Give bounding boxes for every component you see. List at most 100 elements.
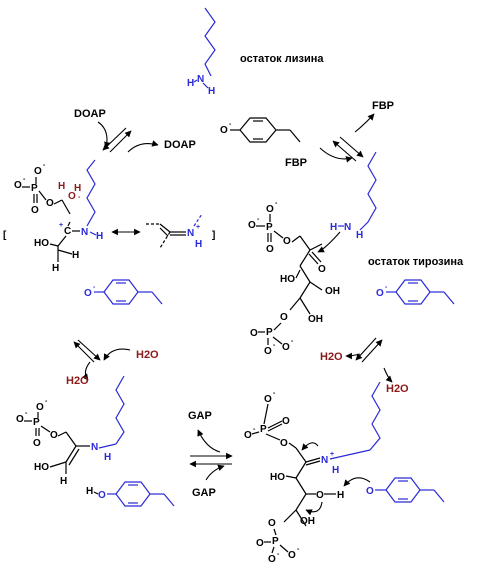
c3-h: H bbox=[60, 476, 67, 487]
tyrosine-residue-label: остаток тирозина bbox=[368, 256, 464, 268]
h2o-right-out-label: H2O bbox=[320, 351, 343, 363]
fbp-in-label: FBP bbox=[285, 157, 307, 169]
c1-carbon-plus: + bbox=[59, 222, 63, 229]
c3-o-bridge: O bbox=[50, 430, 58, 441]
iminium-plus: + bbox=[196, 224, 200, 231]
tyrosine-phenolate-right: O - bbox=[376, 279, 455, 305]
c2-p2-o-bottom: O bbox=[264, 346, 272, 357]
c2-p2-minus-2: - bbox=[291, 338, 294, 345]
doap-equilibrium-arrows bbox=[97, 121, 159, 153]
c2-oh-5: OH bbox=[308, 314, 323, 325]
c2-o-bridge: O bbox=[283, 236, 291, 247]
c2-h-left: H bbox=[330, 222, 337, 233]
lysine-h-left: H bbox=[187, 78, 194, 89]
c1-water-minus: - bbox=[78, 194, 81, 201]
c4-p2-o-bottom: O bbox=[268, 554, 276, 564]
protonated-schiff-base-complex: O - O - P O O N + H HO O H OH O P bbox=[244, 381, 381, 564]
c1-o-bottom: O bbox=[31, 205, 39, 216]
c4-o-top-minus: - bbox=[273, 390, 276, 397]
tyrosine-phenolate-left: O - bbox=[84, 279, 163, 305]
c1-ho: HO bbox=[34, 238, 49, 249]
c4-h-4: H bbox=[337, 490, 344, 501]
lysine-residue: H N H bbox=[187, 7, 216, 97]
c2-oh-4: OH bbox=[325, 286, 340, 297]
tyr2-o: O bbox=[84, 288, 92, 299]
resonance-bracket-close: ] bbox=[212, 230, 215, 241]
c4-p2: P bbox=[272, 536, 279, 547]
h2o-left-in-label: H2O bbox=[136, 349, 159, 361]
c3-nitrogen: N bbox=[91, 442, 98, 453]
c3-ho: HO bbox=[34, 462, 49, 473]
right-water-equilibrium-arrows bbox=[345, 337, 393, 383]
tyr4-o: O bbox=[98, 490, 106, 501]
c3-nitrogen-h: H bbox=[104, 452, 111, 463]
c1-o-top-minus: - bbox=[43, 162, 46, 169]
c2-p2-minus-1: - bbox=[273, 342, 276, 349]
c4-nitrogen-plus: + bbox=[330, 451, 334, 458]
c3-o-bottom: O bbox=[33, 438, 41, 449]
tyr1-o: O bbox=[220, 125, 228, 136]
c3-o-left: O bbox=[16, 414, 24, 425]
doap-out-label: DOAP bbox=[164, 139, 196, 151]
c4-ho-3: HO bbox=[270, 472, 285, 483]
c3-p: P bbox=[33, 417, 40, 428]
c1-o-left: O bbox=[14, 180, 22, 191]
gap-bottom-label: GAP bbox=[192, 487, 216, 499]
carbinolamine-intermediate: O - O - P O O H O H - C + N H HO H H bbox=[14, 159, 103, 274]
enamine-intermediate: O - O - P O O N H HO H bbox=[16, 375, 125, 487]
c4-p2-o-right: O bbox=[288, 550, 296, 561]
lysine-n: N bbox=[197, 74, 204, 85]
c4-p2-minus-2: - bbox=[297, 546, 300, 553]
c1-water-h: H bbox=[58, 181, 65, 192]
c4-o-lower-bridge: O bbox=[268, 518, 276, 529]
h2o-left-out-label: H2O bbox=[66, 375, 89, 387]
c1-water-h2: H bbox=[74, 183, 81, 194]
iminium-resonance-form: N + H bbox=[146, 213, 203, 250]
c2-o-left: O bbox=[248, 220, 256, 231]
gap-equilibrium-arrows bbox=[189, 429, 233, 481]
doap-in-label: DOAP bbox=[74, 108, 106, 120]
c2-p: P bbox=[266, 222, 273, 233]
c4-p2-o-left: O bbox=[256, 538, 264, 549]
c1-o-left-minus: - bbox=[23, 176, 26, 183]
c3-o-top-minus: - bbox=[45, 398, 48, 405]
c2-p2-o-left: O bbox=[250, 328, 258, 339]
tyrosine-phenol-right-bottom: O bbox=[366, 477, 445, 503]
left-water-equilibrium-arrows bbox=[73, 339, 131, 381]
c2-keto-o: O bbox=[318, 264, 326, 275]
c1-h-bottom: H bbox=[52, 263, 59, 274]
lysine-h-bottom: H bbox=[208, 86, 215, 97]
c2-nitrogen: N bbox=[344, 222, 351, 233]
c1-o-top: O bbox=[34, 166, 42, 177]
fbp-equilibrium-arrows bbox=[319, 113, 375, 163]
c1-p: P bbox=[31, 183, 38, 194]
c2-p2-o-right: O bbox=[282, 342, 290, 353]
c4-p2-minus-1: - bbox=[277, 551, 280, 558]
c2-o-top-minus: - bbox=[275, 200, 278, 207]
tyrosine-phenolate-top: O - bbox=[220, 117, 301, 143]
c2-o-bottom: O bbox=[266, 244, 274, 255]
tyr5-o: O bbox=[366, 486, 374, 497]
c2-p2: P bbox=[266, 327, 273, 338]
iminium-n: N bbox=[187, 228, 194, 239]
tyrosine-phenol-bottom: H O bbox=[86, 481, 175, 507]
c4-o-top: O bbox=[264, 394, 272, 405]
iminium-h: H bbox=[195, 239, 202, 250]
c2-h-right: H bbox=[356, 230, 363, 241]
c1-water-o: O bbox=[68, 191, 76, 202]
c4-o-bridge: O bbox=[280, 438, 288, 449]
c4-nitrogen-h: H bbox=[332, 465, 339, 476]
tyr4-h: H bbox=[86, 486, 93, 497]
c4-nitrogen: N bbox=[321, 455, 328, 466]
c2-oh-3: HO bbox=[280, 274, 295, 285]
tyr2-minus: - bbox=[93, 284, 96, 291]
tyr1-minus: - bbox=[229, 121, 232, 128]
gap-top-label: GAP bbox=[188, 410, 212, 422]
c2-o-top: O bbox=[266, 204, 274, 215]
c2-o-lower-bridge: O bbox=[280, 312, 288, 323]
c2-o-left-minus: - bbox=[257, 216, 260, 223]
c1-nitrogen: N bbox=[81, 227, 88, 238]
fbp-out-label: FBP bbox=[372, 100, 394, 112]
c1-carbon: C bbox=[64, 226, 71, 237]
